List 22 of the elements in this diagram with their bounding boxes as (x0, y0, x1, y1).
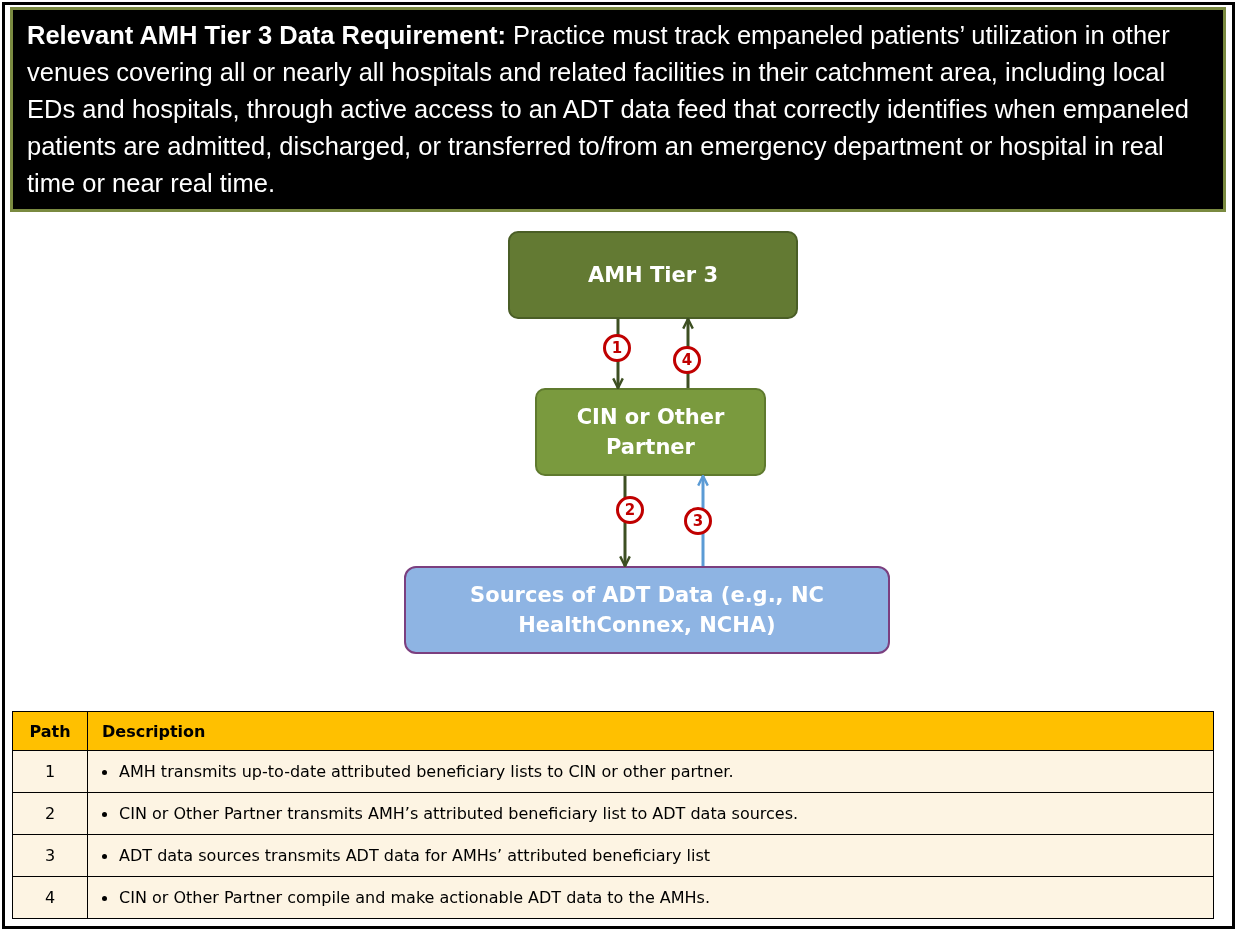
process-box (535, 388, 766, 476)
step-number: 1 (603, 334, 631, 362)
process-box (508, 231, 798, 319)
step-number: 4 (673, 346, 701, 374)
node-label: AMH Tier 3 (587, 261, 719, 289)
path-number-cell: 4 (12, 876, 88, 919)
step-number: 2 (616, 496, 644, 524)
requirement-banner (10, 7, 1226, 212)
path-number-cell: 3 (12, 834, 88, 877)
node-label: CIN or Other Partner (575, 403, 726, 461)
description-text: CIN or Other Partner transmits AMH’s attributed beneficiary list to ADT data sources. (119, 804, 799, 823)
path-number-cell: 1 (12, 750, 88, 793)
description-text: CIN or Other Partner compile and make actionable ADT data to the AMHs. (119, 888, 711, 907)
process-box (404, 566, 890, 654)
description-text: ADT data sources transmits ADT data for AMHs’ attributed beneficiary list (119, 846, 711, 865)
path-number-cell: 2 (12, 792, 88, 835)
node-label: Sources of ADT Data (e.g., NC HealthConnex, NCHA) (469, 581, 825, 639)
step-number: 3 (684, 507, 712, 535)
header-cell: Description (87, 711, 1214, 751)
requirement-text: Relevant AMH Tier 3 Data Requirement: Practice must track empaneled patients’ utilization in other venues covering all or nearly all hospitals and related facilities in their catchment area, including local EDs and hospitals, through active access to an ADT data feed that correctly identifies when empaneled patients are admitted, discharged, or transferred to/from an emergency department or hospital in real time or near real time. (27, 20, 1190, 199)
description-text: AMH transmits up-to-date attributed beneficiary lists to CIN or other partner. (119, 762, 734, 781)
header-cell: Path (12, 711, 88, 751)
